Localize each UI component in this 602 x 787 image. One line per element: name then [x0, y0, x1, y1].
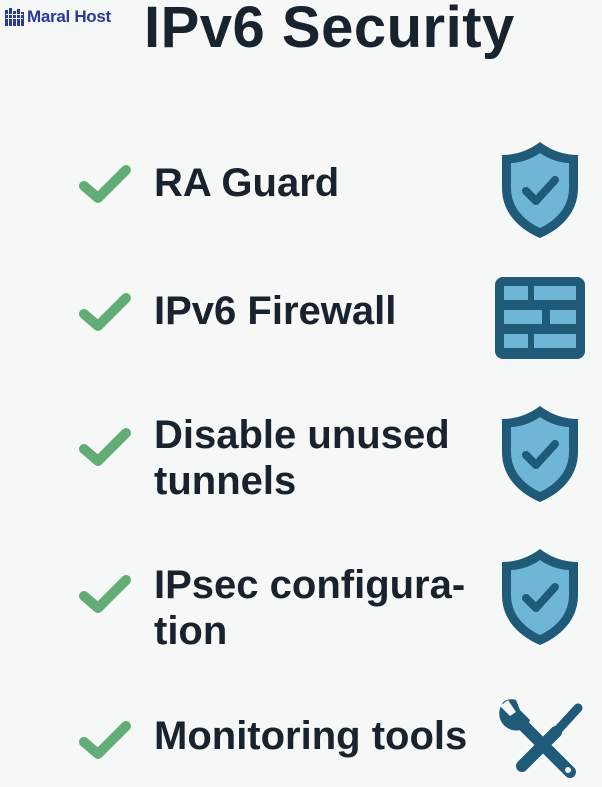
brand-name: Maral Host — [27, 7, 111, 26]
item-label-line2: tion — [154, 609, 228, 653]
check-icon — [79, 428, 131, 466]
item-label: IPv6 Firewall — [154, 289, 397, 333]
check-icon — [79, 721, 131, 759]
building-logo-icon — [5, 8, 24, 26]
item-label: Monitoring tools — [154, 714, 468, 758]
wrench-screwdriver-icon — [499, 699, 583, 778]
item-label-line1: Disable unused — [154, 413, 450, 457]
firewall-brick-icon — [495, 277, 585, 359]
shield-check-icon — [502, 406, 578, 502]
shield-check-icon — [502, 549, 578, 645]
check-icon — [79, 293, 131, 331]
check-icon — [79, 575, 131, 613]
item-label-line2: tunnels — [154, 459, 297, 503]
page-title: IPv6 Security — [144, 0, 515, 60]
shield-check-icon — [502, 142, 578, 238]
brand-logo: Maral Host — [4, 6, 111, 28]
item-label: RA Guard — [154, 161, 340, 205]
item-label-line1: IPsec configura- — [154, 563, 466, 607]
check-icon — [79, 165, 131, 203]
